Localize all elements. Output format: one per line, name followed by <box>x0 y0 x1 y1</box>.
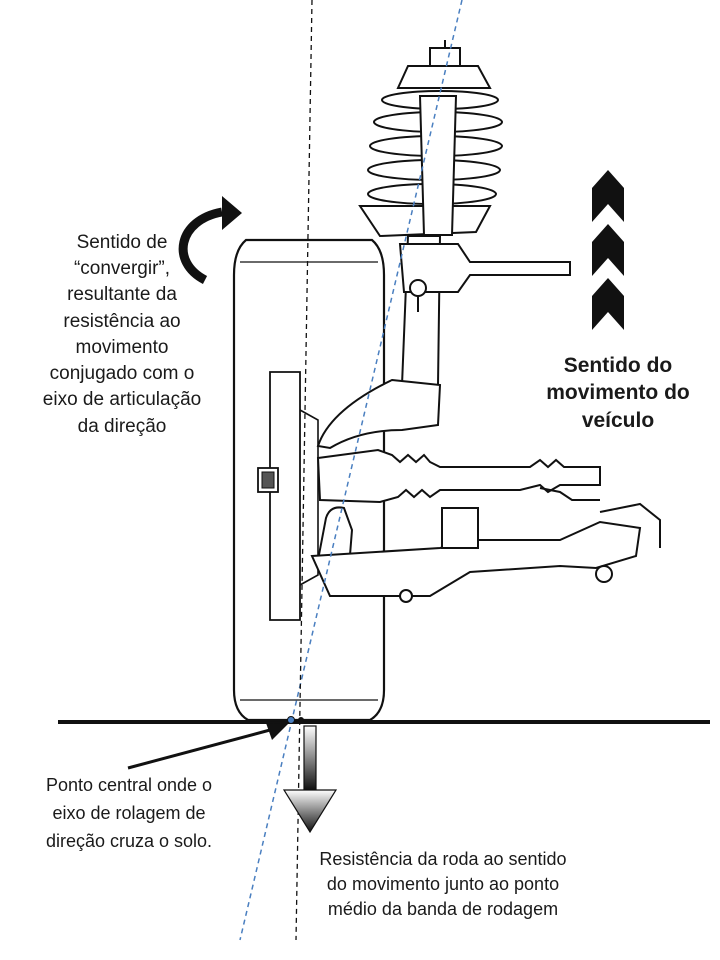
steering-moment-line: eixo de articulação <box>42 389 202 411</box>
curved-rotation-arrow <box>178 196 242 284</box>
vehicle-direction-line: Sentido do <box>563 354 673 377</box>
resistance-arrow <box>282 725 338 834</box>
steering-moment-line: resultante da <box>67 284 177 306</box>
tread-resistance-line: médio da banda de rodagem <box>327 898 559 919</box>
pivot-point-label: Ponto central onde o eixo de rolagem de … <box>18 772 240 856</box>
steering-axis-line <box>239 0 463 941</box>
tread-resistance-label: Resistência da roda ao sentido do movime… <box>278 847 608 921</box>
steering-moment-line: da direção <box>77 415 167 437</box>
vehicle-direction-label: Sentido do movimento do veículo <box>518 352 718 434</box>
drive-shaft <box>316 448 601 504</box>
steering-moment-line: resistência ao <box>63 310 181 332</box>
vehicle-direction-chevrons <box>592 170 624 330</box>
wheel <box>232 238 386 722</box>
tread-resistance-line: Resistência da roda ao sentido <box>319 849 567 869</box>
pivot-point-line: Ponto central onde o <box>45 775 213 795</box>
strut-assembly <box>316 40 571 450</box>
steering-moment-label: Sentido de “convergir”, resultante da re… <box>22 230 222 440</box>
vehicle-direction-line: movimento do <box>546 381 690 405</box>
pivot-pointer-arrow <box>127 723 288 770</box>
wheel-centerline <box>295 0 313 941</box>
vehicle-direction-line: veículo <box>581 408 655 432</box>
pivot-point-line: eixo de rolagem de <box>52 802 206 823</box>
steering-moment-line: “convergir”, <box>73 258 171 280</box>
steering-moment-line: movimento <box>75 336 169 358</box>
steering-moment-line: Sentido de <box>76 232 168 253</box>
pivot-point-line: direção cruza o solo. <box>45 830 213 851</box>
steering-moment-line: conjugado com o <box>49 363 195 385</box>
tread-midpoint <box>298 717 304 723</box>
steering-axis-ground-point <box>287 716 295 724</box>
tread-resistance-line: do movimento junto ao ponto <box>326 873 560 894</box>
lower-control-arm <box>310 502 661 603</box>
